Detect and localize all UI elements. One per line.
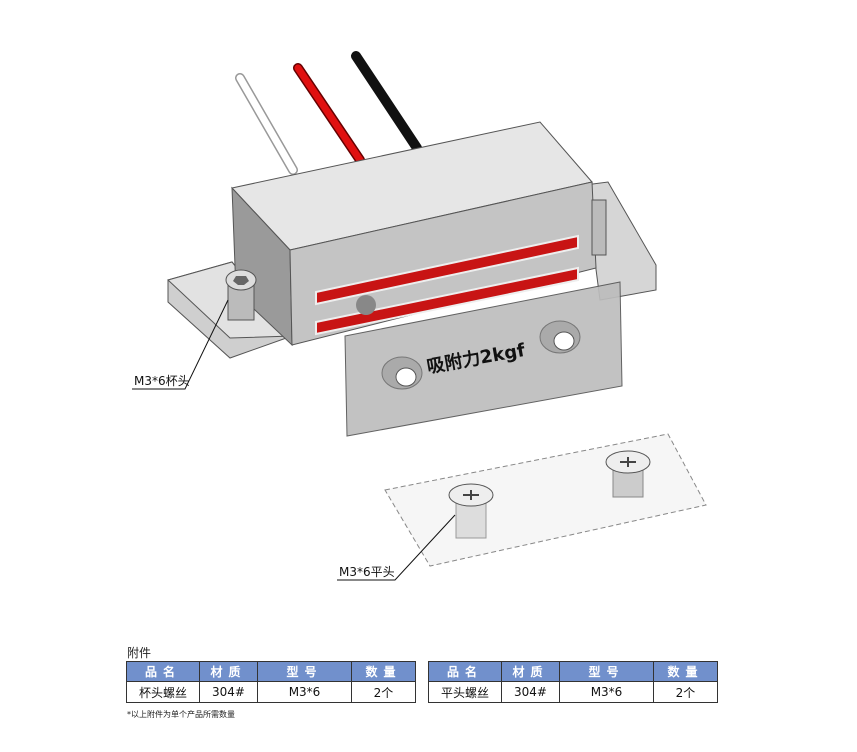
accessory-table-2: 品名 材质 型号 数量 平头螺丝 304# M3*6 2个 <box>428 661 718 703</box>
header-model: 型号 <box>559 661 654 682</box>
black-wire <box>351 51 422 153</box>
leader-cup-screw <box>132 299 229 390</box>
header-qty: 数量 <box>653 661 718 682</box>
footnote: *以上附件为单个产品所需数量 <box>127 710 235 719</box>
product-drawing: 吸附力2kgf <box>132 51 707 581</box>
callout-flat-screw: M3*6平头 <box>339 565 395 579</box>
header-qty: 数量 <box>351 661 416 682</box>
accessory-table-1: 品名 材质 型号 数量 杯头螺丝 304# M3*6 2个 <box>126 661 416 703</box>
table-row: 平头螺丝 304# M3*6 2个 <box>428 681 718 703</box>
cup-head-screw <box>225 269 257 321</box>
header-name: 品名 <box>428 661 502 682</box>
header-material: 材质 <box>199 661 258 682</box>
wires <box>235 51 422 175</box>
header-model: 型号 <box>257 661 352 682</box>
table-row: 杯头螺丝 304# M3*6 2个 <box>126 681 416 703</box>
header-name: 品名 <box>126 661 200 682</box>
callout-cup-screw: M3*6杯头 <box>134 374 190 388</box>
red-strip-bottom <box>315 266 579 336</box>
flat-head-screw <box>448 450 651 539</box>
mounting-plate <box>384 433 707 567</box>
leader-flat-screw <box>337 514 456 581</box>
header-material: 材质 <box>501 661 560 682</box>
red-strip-top <box>315 234 579 306</box>
accessories-title: 附件 <box>127 646 152 660</box>
armature-plate <box>344 281 623 437</box>
